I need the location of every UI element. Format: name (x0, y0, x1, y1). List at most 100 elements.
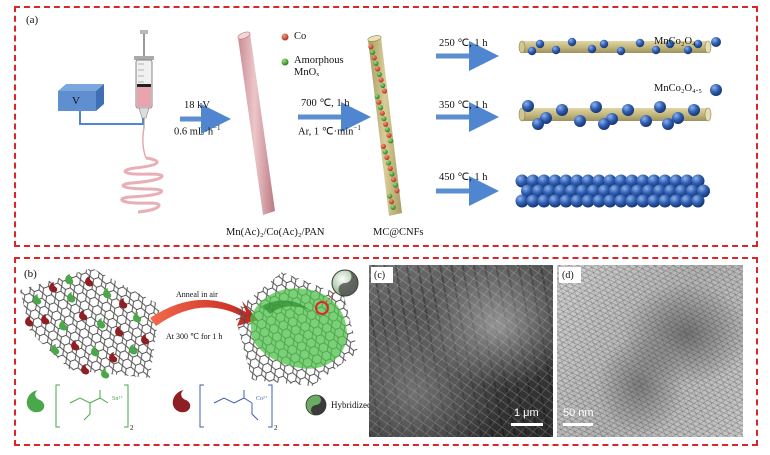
sn-droplet (97, 318, 106, 329)
co-particle (391, 176, 397, 183)
co-droplet (85, 276, 94, 287)
highlight-ring (315, 301, 329, 315)
sn-droplet (101, 368, 110, 379)
oxide-sphere (653, 184, 666, 198)
oxide-sphere (658, 194, 672, 208)
co-droplet (49, 282, 58, 293)
tem-scale-text: 50 nm (563, 407, 594, 419)
legend-co-dot (281, 33, 289, 41)
mnco2o45-sphere (590, 101, 602, 113)
oxide-sphere (592, 174, 606, 188)
oxide-sphere (532, 184, 545, 198)
sn-droplet (103, 288, 112, 299)
co-particle (387, 165, 393, 172)
panel-b-label: (b) (24, 268, 37, 280)
oxide-sphere (686, 184, 699, 198)
oxide-sphere (697, 184, 710, 198)
mnco2o4-sphere (616, 46, 626, 56)
oxide-sphere (669, 174, 683, 188)
oxide-sphere (592, 194, 606, 208)
mnco2o45-sphere (622, 104, 634, 116)
panel-a-label: (a) (26, 14, 39, 26)
co-legend-text: Co²⁺ (256, 396, 268, 402)
mnco2o4-sphere (567, 37, 577, 47)
oxide-sphere (554, 184, 567, 198)
co-droplet (25, 316, 34, 327)
oxide-sphere (581, 174, 595, 188)
sn-droplet (129, 344, 138, 355)
mno-particle (389, 171, 395, 177)
co-legend-sub: 2 (274, 424, 278, 432)
sem-scale-text: 1 μm (514, 407, 539, 419)
product-2-label: MnCo₂O₄.₅ (654, 83, 703, 94)
oxide-sphere (526, 194, 540, 208)
co-particle (388, 199, 395, 205)
oxide-sphere (548, 194, 562, 208)
sn-droplet (65, 274, 74, 285)
co-particle (381, 88, 388, 94)
sn-ligand-structure (55, 384, 129, 428)
anneal-line-1: Anneal in air (176, 290, 218, 299)
co-particle (375, 66, 381, 72)
co-particle (384, 154, 390, 161)
legend-mno-dot (281, 58, 289, 66)
mno-particle (380, 82, 386, 89)
mnco2o4-sphere (635, 38, 645, 48)
sn-droplet (33, 294, 42, 305)
oxide-sphere (636, 174, 650, 188)
mnco2o45-sphere (672, 112, 684, 124)
oxide-sphere (647, 174, 661, 188)
sn-droplet (133, 312, 142, 323)
mnco2o4-sphere (551, 45, 561, 55)
oxide-sphere (537, 174, 551, 188)
oxide-sphere (680, 194, 694, 208)
mno-particle (376, 71, 382, 78)
calcine-temp: 700 ℃, 1 h (301, 98, 350, 109)
panel-bcd (14, 257, 758, 446)
sn-legend-sub: 2 (130, 424, 134, 432)
mnco2o4-sphere (665, 39, 675, 49)
mnco2o4-sphere (683, 45, 693, 55)
mnco2o45-sphere (556, 104, 568, 116)
mnco2o45-sphere (598, 118, 610, 130)
oxide-sphere (515, 174, 529, 188)
mnco2o45-sphere (654, 101, 666, 113)
co-droplet (41, 314, 50, 325)
sn-legend-icon (26, 390, 45, 413)
co-droplet (141, 334, 150, 345)
product-fiber-1 (518, 37, 712, 56)
co-particle (371, 55, 377, 61)
sn-droplet (59, 320, 68, 331)
oxide-sphere (636, 194, 650, 208)
mnco2o4-sphere (599, 39, 609, 49)
tem-image: (d) 50 nm (557, 265, 743, 437)
mnco2o45-sphere (640, 115, 652, 127)
mno-particle (390, 204, 396, 210)
oxide-sphere (603, 194, 617, 208)
syringe-icon (134, 30, 154, 159)
oxide-sphere (691, 174, 705, 188)
electrospin-voltage: 18 kV (184, 100, 210, 111)
sem-scale-bar (511, 423, 543, 426)
oxide-sphere (576, 184, 589, 198)
oxide-sphere (537, 194, 551, 208)
mnco2o4-sphere (535, 39, 545, 49)
oxide-sphere (669, 194, 683, 208)
mnco2o45-sphere (574, 115, 586, 127)
oxide-sphere (598, 184, 611, 198)
oxide-sphere (559, 194, 573, 208)
precursor-label: Mn(Ac)₂/Co(Ac)₂/PAN (226, 227, 325, 238)
oxide-sphere (559, 174, 573, 188)
tem-scale-bar (563, 423, 593, 426)
co-particle (368, 44, 374, 50)
mno-particle (385, 160, 392, 166)
sn-legend-text: Sn²⁺ (112, 396, 124, 402)
intermediate-label: MC@CNFs (373, 227, 424, 238)
mno-particle (388, 138, 394, 144)
voltage-wire (79, 111, 144, 125)
oxide-sphere (614, 194, 628, 208)
anneal-line-2: At 300 ℃ for 1 h (166, 332, 223, 341)
co-particle (378, 77, 384, 83)
panel-c-label: (c) (374, 270, 386, 281)
oxide-sphere (565, 184, 578, 198)
